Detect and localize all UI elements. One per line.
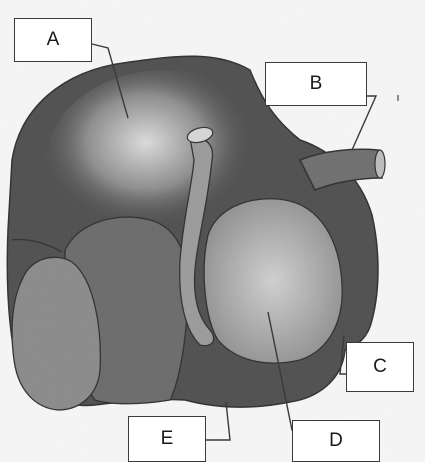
label-a: A	[47, 29, 60, 51]
label-a-box: A	[14, 18, 92, 62]
label-b-box: B	[265, 62, 367, 106]
label-c: C	[373, 356, 387, 378]
label-c-box: C	[346, 342, 414, 392]
label-e: E	[161, 428, 174, 450]
label-d-box: D	[292, 420, 380, 462]
label-b: B	[310, 73, 323, 95]
label-d: D	[329, 430, 343, 452]
label-e-box: E	[128, 416, 206, 462]
